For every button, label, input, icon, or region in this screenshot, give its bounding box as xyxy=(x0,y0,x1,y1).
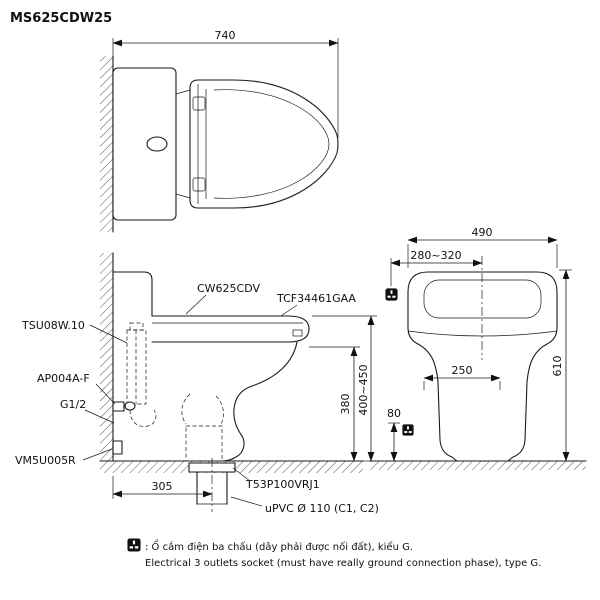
drain-pipe xyxy=(188,458,236,512)
top-view: 740 xyxy=(100,29,339,233)
washlet-control xyxy=(292,329,303,337)
dim-610: 610 xyxy=(551,269,572,462)
dim-280-320: 280~320 xyxy=(390,249,483,286)
label-flange: T53P100VRJ1 xyxy=(245,478,320,491)
label-fill-valve: TSU08W.10 xyxy=(21,319,85,332)
socket-note-icon xyxy=(127,538,141,552)
dim-380: 380 xyxy=(309,346,360,462)
dim-280-320-text: 280~320 xyxy=(410,249,461,262)
floor-hatch-rear xyxy=(370,461,586,470)
trapway xyxy=(181,393,224,462)
hinge-cap-top xyxy=(192,96,206,111)
fill-valve xyxy=(126,322,147,405)
dim-80: 80 xyxy=(387,407,401,462)
dim-740-text: 740 xyxy=(215,29,236,42)
flush-button xyxy=(146,136,168,152)
label-bowl: CW625CDV xyxy=(197,282,261,295)
dim-380-text: 380 xyxy=(339,394,352,415)
note-english: Electrical 3 outlets socket (must have r… xyxy=(145,558,541,569)
socket-height-icon xyxy=(402,424,414,436)
bowl-side-outline xyxy=(112,341,298,462)
notes: : Ổ cắm điện ba chấu (dây phải được nối … xyxy=(127,538,541,569)
side-labels: TSU08W.10 CW625CDV TCF34461GAA AP004A-F … xyxy=(15,282,379,515)
label-supply: VM5U005R xyxy=(15,454,76,467)
label-seat: TCF34461GAA xyxy=(276,292,356,305)
supply-stub xyxy=(112,440,123,455)
dim-400-450: 400~450 xyxy=(312,315,378,462)
hinge-cap-bottom xyxy=(192,177,206,192)
note-vietnamese: : Ổ cắm điện ba chấu (dây phải được nối … xyxy=(145,538,413,553)
socket-position-icon xyxy=(385,288,398,301)
dim-400-450-text: 400~450 xyxy=(357,364,370,415)
dim-740: 740 xyxy=(112,29,339,138)
label-angle-valve: AP004A-F xyxy=(37,372,90,385)
dim-490-text: 490 xyxy=(472,226,493,239)
wall-hatch-side xyxy=(100,253,113,461)
side-view: TSU08W.10 CW625CDV TCF34461GAA AP004A-F … xyxy=(15,252,379,515)
rear-top-inner xyxy=(423,279,542,319)
label-thread: G1/2 xyxy=(60,398,86,411)
dim-490: 490 xyxy=(407,226,558,268)
dim-305: 305 xyxy=(112,476,213,499)
tank-side-outline xyxy=(112,271,153,317)
rear-view: 490 280~320 610 250 80 xyxy=(369,226,587,470)
dim-80-text: 80 xyxy=(387,407,401,420)
lid-plan-outline xyxy=(189,79,339,209)
washlet-outline xyxy=(151,315,310,343)
dim-610-text: 610 xyxy=(551,356,564,377)
page-title: MS625CDW25 xyxy=(10,11,112,26)
dim-250: 250 xyxy=(423,364,501,390)
wall-hatch-top xyxy=(100,56,113,232)
rear-outline xyxy=(407,271,558,462)
angle-valve xyxy=(112,401,157,427)
tank-plan-outline xyxy=(112,67,177,221)
dim-305-text: 305 xyxy=(152,480,173,493)
label-pipe: uPVC Ø 110 (C1, C2) xyxy=(265,502,379,515)
dim-250-text: 250 xyxy=(452,364,473,377)
